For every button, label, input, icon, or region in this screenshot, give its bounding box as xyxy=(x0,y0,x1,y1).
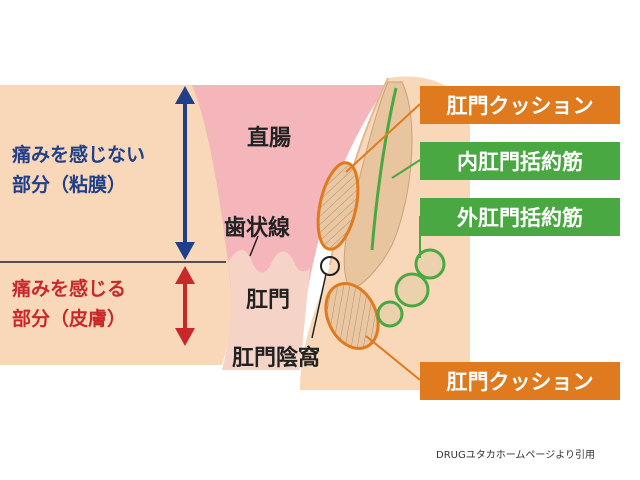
no-pain-arrow-head-top xyxy=(175,86,195,104)
no-pain-label-line2: 部分（粘膜） xyxy=(12,174,127,196)
pain-label: 痛みを感じる 部分（皮膚） xyxy=(12,274,126,334)
anal-crypt-marker xyxy=(320,256,340,276)
pain-arrow-head-top xyxy=(175,266,195,284)
pain-label-line1: 痛みを感じる xyxy=(12,278,127,300)
sphincter-ring-1 xyxy=(414,248,446,280)
leader-cushion-top xyxy=(345,103,421,173)
left-tissue xyxy=(0,85,235,365)
leader-cushion-bottom xyxy=(365,335,421,381)
anal-cushion-upper xyxy=(316,161,360,251)
anal-cushion-lower xyxy=(324,282,380,350)
rectum-label: 直腸 xyxy=(247,126,292,151)
pain-label-line2: 部分（皮膚） xyxy=(12,308,127,330)
anal-cushion-bottom-callout: 肛門クッション xyxy=(420,362,620,400)
dentate-wave xyxy=(222,250,310,370)
leader-internal-sphincter xyxy=(391,159,421,179)
leader-anal-crypt xyxy=(311,273,327,339)
source-credit: DRUGユタカホームページより引用 xyxy=(436,450,596,461)
anus-label: 肛門 xyxy=(246,288,291,313)
sphincter-ring-2 xyxy=(394,272,430,308)
sphincter-ring-3 xyxy=(376,300,404,328)
external-sphincter-line xyxy=(370,87,398,251)
pain-arrow-head-bottom xyxy=(175,328,195,346)
no-pain-label: 痛みを感じない 部分（粘膜） xyxy=(12,140,145,200)
dentate-line-label: 歯状線 xyxy=(224,216,291,241)
internal-sphincter-callout: 内肛門括約筋 xyxy=(420,142,620,180)
anal-crypt-label: 肛門陰窩 xyxy=(232,346,321,371)
leader-dentate xyxy=(249,235,259,257)
anal-cushion-top-callout: 肛門クッション xyxy=(420,86,620,124)
external-sphincter-callout: 外肛門括約筋 xyxy=(420,198,620,236)
no-pain-label-line1: 痛みを感じない xyxy=(12,144,146,166)
no-pain-arrow-head-bottom xyxy=(175,242,195,260)
